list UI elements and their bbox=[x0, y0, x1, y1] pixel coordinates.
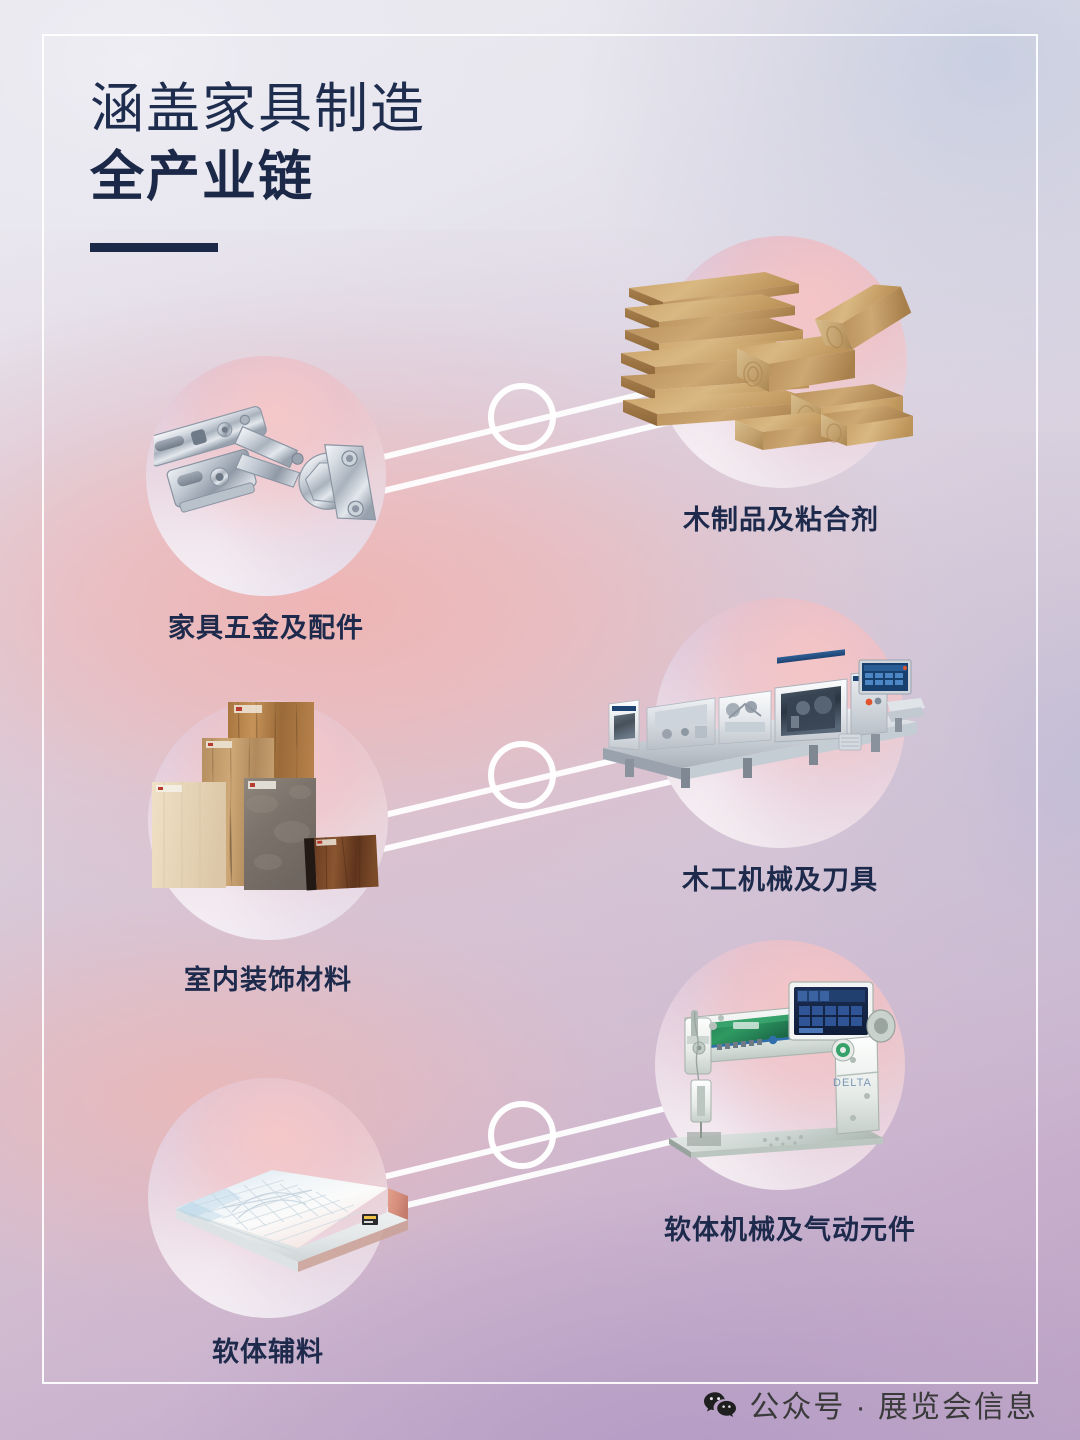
bubble-furniture-hardware bbox=[144, 356, 386, 596]
bubble-interior-materials bbox=[148, 700, 388, 940]
wechat-icon bbox=[703, 1391, 737, 1417]
industrial-sewing-machine-image: DELTA bbox=[647, 952, 913, 1180]
decorative-panel-samples-image bbox=[130, 692, 400, 912]
node-label-interior-materials: 室内装饰材料 bbox=[184, 965, 352, 995]
node-label-wood-products: 木制品及粘合剂 bbox=[683, 505, 879, 535]
stacked-wood-planks-image bbox=[615, 266, 915, 456]
bubble-soft-machinery: DELTA bbox=[655, 940, 905, 1190]
bubble-wood-products bbox=[621, 236, 913, 488]
page-title-line-2: 全产业链 bbox=[90, 146, 314, 207]
footer-bar: 公众号 · 展览会信息 bbox=[0, 1382, 1080, 1426]
quilted-mattress-pad-image bbox=[116, 1126, 416, 1274]
node-label-soft-accessories: 软体辅料 bbox=[212, 1337, 324, 1367]
page-title-line-1: 涵盖家具制造 bbox=[90, 79, 426, 139]
bubble-soft-accessories bbox=[148, 1078, 408, 1318]
title-block: 涵盖家具制造 全产业链 bbox=[90, 78, 426, 253]
edge-banding-machine-image bbox=[595, 646, 925, 796]
bubble-woodworking-machinery bbox=[603, 598, 925, 848]
node-label-woodworking-machinery: 木工机械及刀具 bbox=[682, 865, 878, 895]
machine-brand-text: DELTA bbox=[833, 1077, 872, 1089]
panel-cream bbox=[152, 782, 226, 888]
footer-account-text: 公众号 · 展览会信息 bbox=[749, 1391, 1038, 1424]
node-label-soft-machinery: 软体机械及气动元件 bbox=[664, 1215, 916, 1245]
panel-stone bbox=[244, 778, 316, 890]
panel-walnut bbox=[304, 834, 379, 891]
title-underline-rule bbox=[90, 243, 218, 253]
node-label-furniture-hardware: 家具五金及配件 bbox=[168, 613, 364, 643]
cabinet-hinge-image bbox=[144, 386, 380, 572]
